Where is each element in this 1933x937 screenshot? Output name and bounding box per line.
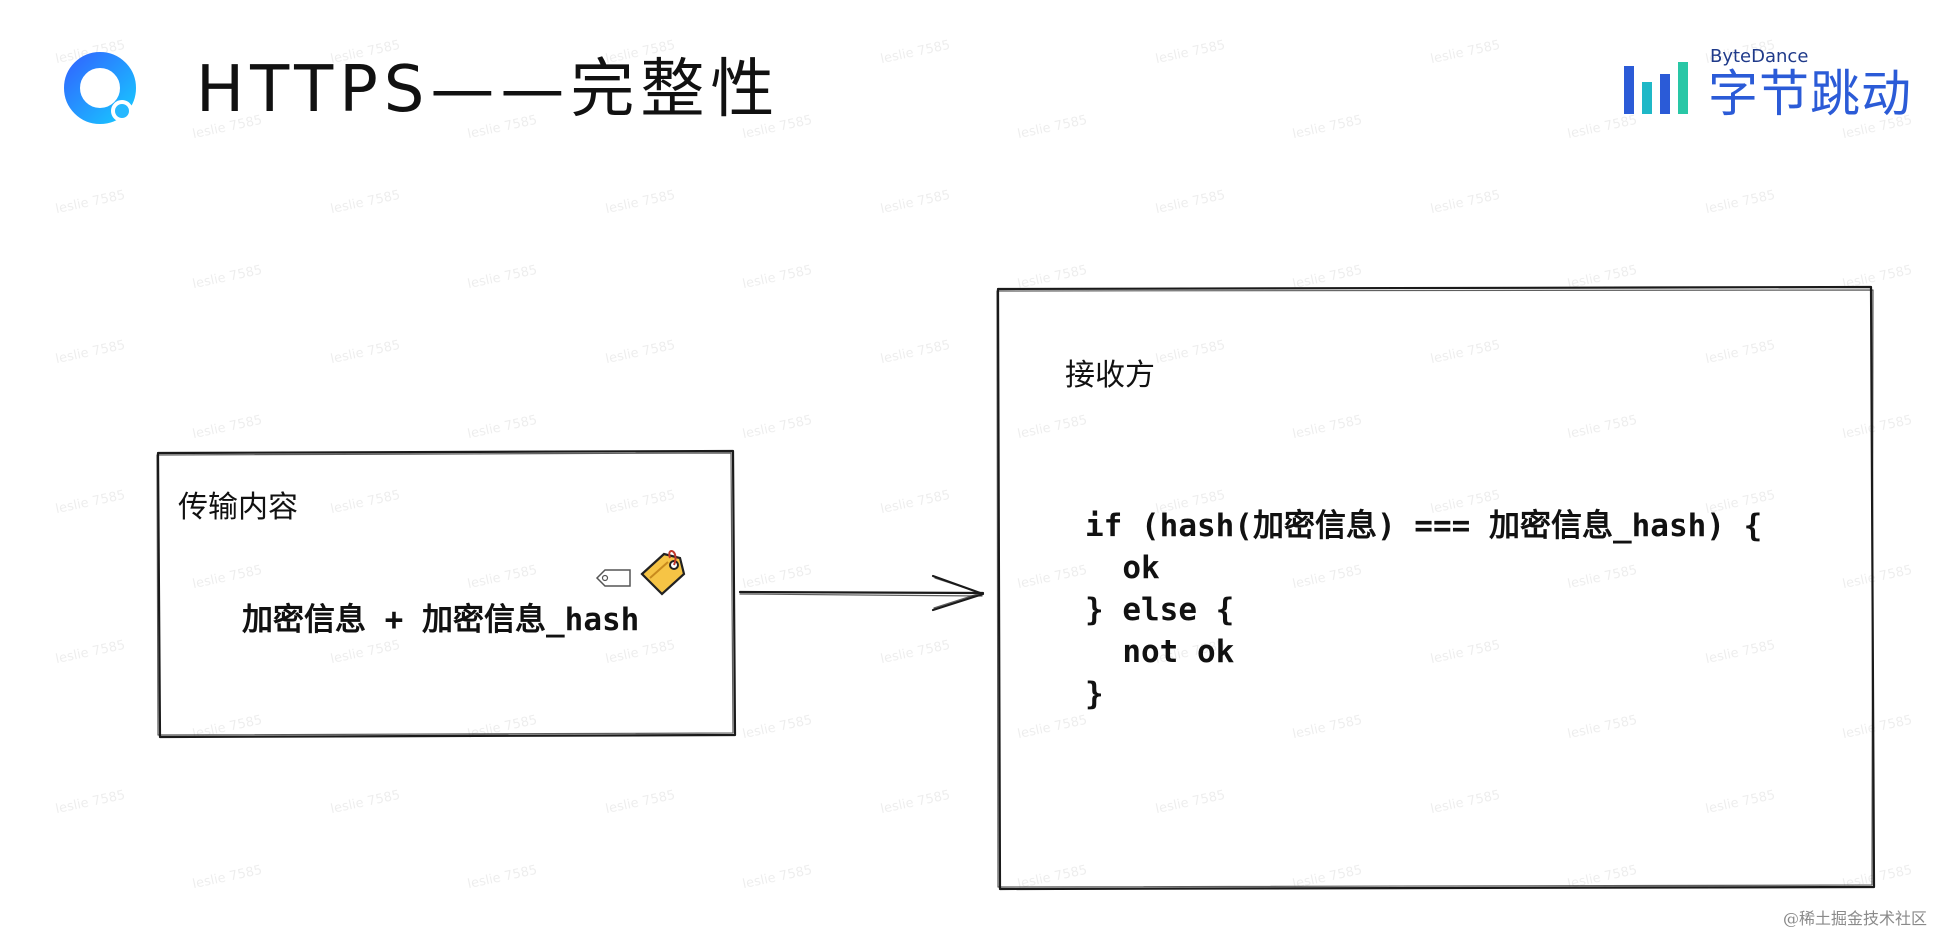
receiver-box-label: 接收方 bbox=[1065, 358, 1155, 393]
payload-text: 加密信息 + 加密信息_hash bbox=[242, 602, 640, 638]
label-tag-icon bbox=[595, 549, 686, 596]
code-line: if (hash(加密信息) === 加密信息_hash) { bbox=[1085, 508, 1763, 544]
receiver-box-outline bbox=[996, 285, 1876, 891]
bytedance-bars-icon bbox=[1624, 62, 1688, 114]
circle-logo-icon bbox=[64, 52, 136, 124]
brand-name-cn: 字节跳动 bbox=[1708, 65, 1912, 123]
arrow-connector bbox=[738, 574, 985, 612]
code-line: } bbox=[1085, 676, 1104, 712]
page-title: HTTPS——完整性 bbox=[196, 53, 781, 127]
brand-name-en: ByteDance bbox=[1710, 46, 1809, 67]
footer-credit: @稀土掘金技术社区 bbox=[1782, 909, 1927, 928]
code-line: } else { bbox=[1085, 592, 1235, 628]
brand-logo: ByteDance 字节跳动 bbox=[1622, 44, 1911, 124]
receiver-code-block: if (hash(加密信息) === 加密信息_hash) { ok } else… bbox=[1085, 505, 1762, 715]
sender-box-outline bbox=[156, 449, 737, 739]
code-line: not ok bbox=[1085, 634, 1235, 670]
code-line: ok bbox=[1085, 550, 1160, 586]
sender-box-label: 传输内容 bbox=[178, 490, 298, 525]
